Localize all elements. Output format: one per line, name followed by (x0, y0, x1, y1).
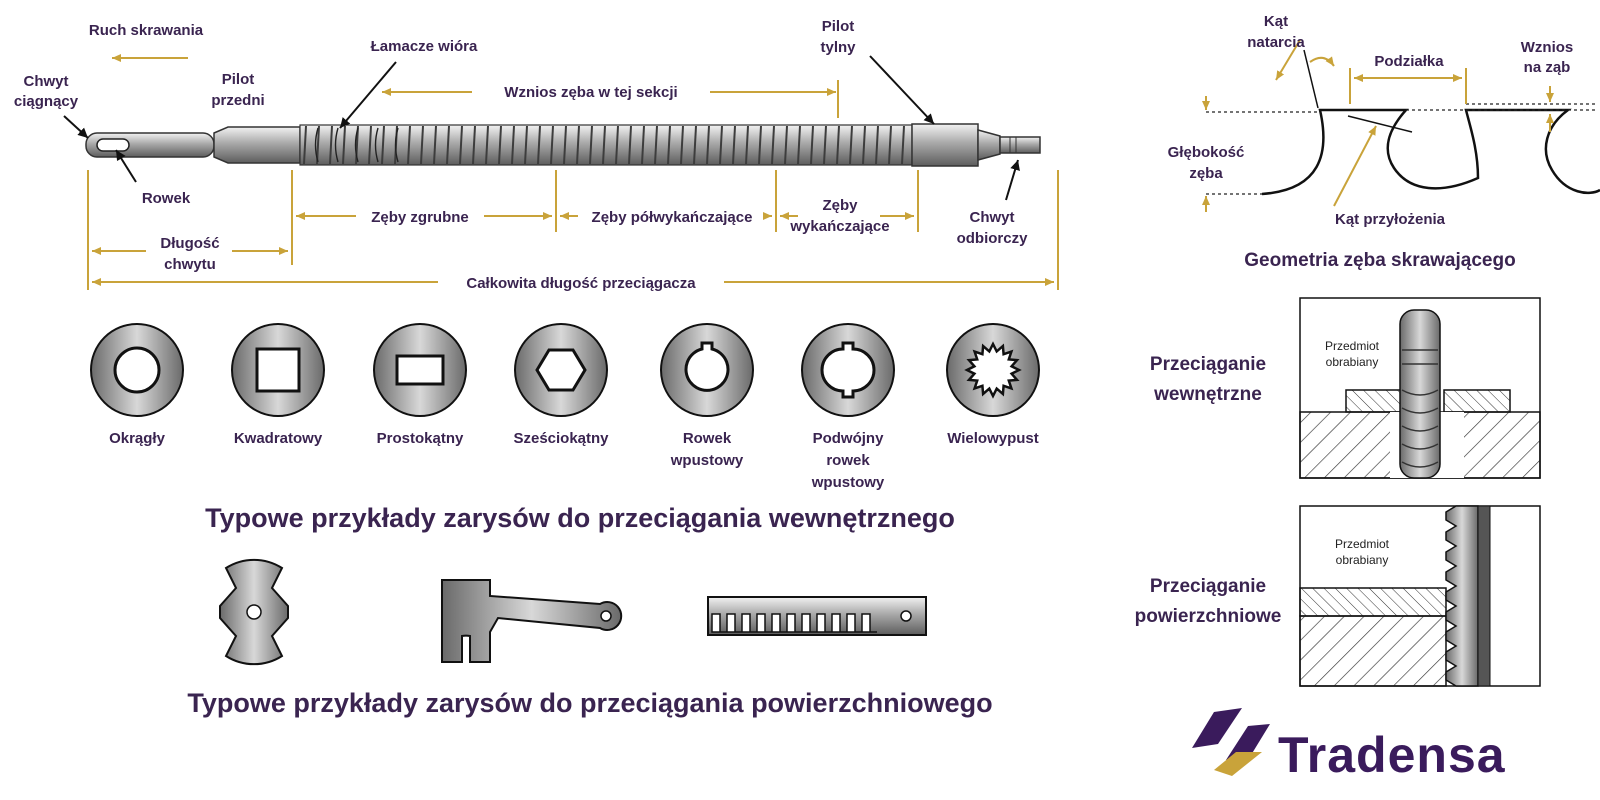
profile-label-hexagon: Sześciokątny (513, 430, 609, 447)
slot-shape (96, 138, 130, 152)
profile-label-double-keyway-2: rowek (826, 452, 870, 469)
profile-label-double-keyway-1: Podwójny (813, 430, 884, 447)
semi-finishing-teeth-label: Zęby półwykańczające (592, 209, 753, 226)
clearance-angle-label: Kąt przyłożenia (1335, 211, 1446, 228)
logo-mark-upper (1192, 708, 1242, 748)
logo-mark-accent (1214, 752, 1262, 776)
surface-broaching-label-1: Przeciąganie (1150, 576, 1266, 597)
rear-pilot-shape (911, 123, 979, 167)
surface-broaching-label-2: powierzchniowe (1135, 606, 1282, 627)
surface-broaching-section: Przeciąganie powierzchniowe Przedmiot ob… (1135, 505, 1541, 687)
front-pilot-shape (213, 126, 301, 164)
rise-per-tooth-label-2: na ząb (1524, 59, 1571, 76)
rear-pilot-label-1: Pilot (822, 18, 855, 35)
profile-labels: Okrągły Kwadratowy Prostokątny Sześcioką… (109, 430, 1039, 491)
internal-caption: Typowe przykłady zarysów do przeciągania… (205, 503, 955, 533)
profile-label-keyway-2: wpustowy (670, 452, 744, 469)
brand-name: Tradensa (1278, 727, 1506, 783)
internal-broaching-label-1: Przeciąganie (1150, 354, 1266, 375)
tooth-geometry: Kąt natarcia Podziałka Wznios na ząb Głę… (1168, 13, 1600, 271)
surface-part-disc (219, 558, 289, 666)
shank-length-label-2: chwytu (164, 256, 216, 273)
profile-keyway (660, 323, 754, 417)
internal-workpiece-label-1: Przedmiot (1325, 339, 1380, 353)
broach-dimensions (87, 54, 1059, 290)
internal-broach-shape (1399, 309, 1441, 479)
internal-workpiece-label-2: obrabiany (1326, 355, 1379, 369)
profile-round (90, 323, 184, 417)
finishing-teeth-label-2: wykańczające (789, 218, 889, 235)
surface-broach-shape (1445, 505, 1479, 687)
rise-in-section-label: Wznios zęba w tej sekcji (504, 84, 677, 101)
rake-angle-label-1: Kąt (1264, 13, 1288, 30)
tooth-depth-label-1: Głębokość (1168, 144, 1245, 161)
front-pilot-label-2: przedni (211, 92, 264, 109)
tooth-profile (1261, 108, 1600, 196)
geometry-title: Geometria zęba skrawającego (1244, 250, 1515, 271)
internal-broaching-label-2: wewnętrzne (1153, 384, 1262, 405)
chip-breakers-label: Łamacze wióra (371, 38, 478, 55)
profile-label-spline: Wielowypust (947, 430, 1039, 447)
profile-spline (946, 323, 1040, 417)
internal-broaching-section: Przeciąganie wewnętrzne Przedmiot obrabi… (1150, 297, 1541, 479)
teeth-section (299, 124, 913, 166)
slot-label: Rowek (142, 190, 191, 207)
rake-angle-label-2: natarcia (1247, 34, 1305, 51)
profile-label-square: Kwadratowy (234, 430, 323, 447)
surface-part-lever (441, 579, 623, 663)
pitch-label: Podziałka (1374, 53, 1444, 70)
front-pilot-label-1: Pilot (222, 71, 255, 88)
pull-end-label-2: ciągnący (14, 93, 79, 110)
rear-pilot-label-2: tylny (820, 39, 856, 56)
profile-label-round: Okrągły (109, 430, 166, 447)
profile-double-keyway (801, 323, 895, 417)
broach-leaders (63, 55, 1020, 201)
broach-labels: Ruch skrawania Chwyt ciągnący Pilot prze… (14, 18, 1028, 292)
profile-hexagon (514, 323, 608, 417)
rise-per-tooth-label-1: Wznios (1521, 39, 1574, 56)
follower-end-label-1: Chwyt (970, 209, 1015, 226)
tooth-depth-label-2: zęba (1189, 165, 1223, 182)
surface-caption: Typowe przykłady zarysów do przeciągania… (187, 688, 992, 718)
profile-label-rectangle: Prostokątny (377, 430, 464, 447)
broach-tool (85, 123, 1041, 167)
pull-end-label-1: Chwyt (24, 73, 69, 90)
follower-end-label-2: odbiorczy (957, 230, 1028, 247)
logo-mark-lower (1226, 724, 1270, 760)
chip-breakers (314, 127, 399, 163)
cutting-motion-label: Ruch skrawania (89, 22, 204, 39)
finishing-teeth-label-1: Zęby (822, 197, 858, 214)
surface-part-rack (707, 596, 927, 636)
profile-square (231, 323, 325, 417)
internal-profiles (90, 323, 1040, 417)
shank-length-label-1: Długość (160, 235, 219, 252)
profile-label-double-keyway-3: wpustowy (811, 474, 885, 491)
surface-profile-parts (219, 558, 927, 666)
roughing-teeth-label: Zęby zgrubne (371, 209, 469, 226)
surface-workpiece-label-2: obrabiany (1336, 553, 1389, 567)
brand-logo: Tradensa (1192, 708, 1506, 783)
profile-label-keyway-1: Rowek (683, 430, 732, 447)
follower-end-shape (999, 136, 1041, 154)
surface-workpiece-label-1: Przedmiot (1335, 537, 1390, 551)
overall-length-label: Całkowita długość przeciągacza (466, 275, 696, 292)
profile-rectangle (373, 323, 467, 417)
tooth-lines (303, 125, 905, 165)
